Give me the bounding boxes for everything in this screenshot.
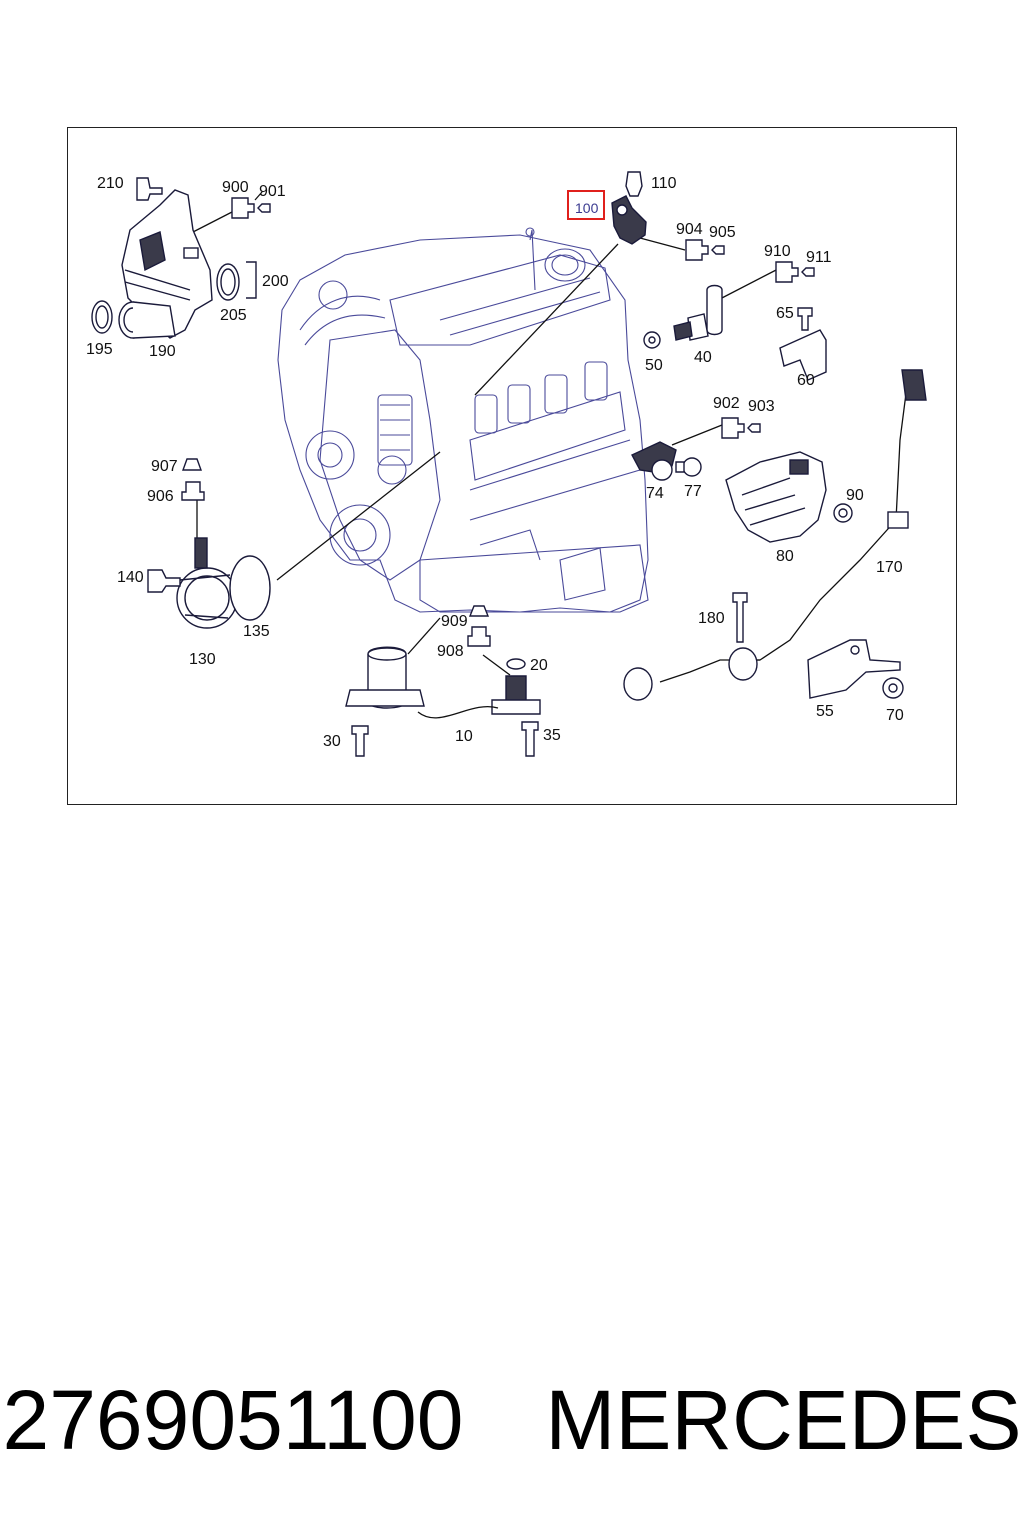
engine-illustration [277, 227, 649, 613]
diagram-frame [67, 127, 957, 805]
leader-lines [192, 191, 781, 676]
callout-903: 903 [748, 398, 775, 415]
callout-55: 55 [816, 703, 834, 720]
callout-205: 205 [220, 307, 247, 324]
callout-80: 80 [776, 548, 794, 565]
callout-40: 40 [694, 349, 712, 366]
callout-900: 900 [222, 179, 249, 196]
callout-10: 10 [455, 728, 473, 745]
callout-210: 210 [97, 175, 124, 192]
callout-140: 140 [117, 569, 144, 586]
callout-180: 180 [698, 610, 725, 627]
camshaft-sensor-100 [611, 171, 725, 261]
callout-65: 65 [776, 305, 794, 322]
sensor-74-group [631, 417, 853, 543]
callout-70: 70 [886, 707, 904, 724]
callout-130: 130 [189, 651, 216, 668]
coolant-pump-assembly [91, 177, 271, 339]
callout-60: 60 [797, 372, 815, 389]
part-number: 2769051100 [2, 1372, 464, 1467]
callout-906: 906 [147, 488, 174, 505]
callout-908: 908 [437, 643, 464, 660]
highlight-box-100 [567, 190, 605, 220]
callout-30: 30 [323, 733, 341, 750]
callout-190: 190 [149, 343, 176, 360]
callout-20: 20 [530, 657, 548, 674]
callout-135: 135 [243, 623, 270, 640]
callout-195: 195 [86, 341, 113, 358]
callout-50: 50 [645, 357, 663, 374]
callout-909: 909 [441, 613, 468, 630]
oil-sensor-40-group [643, 261, 827, 381]
callout-907: 907 [151, 458, 178, 475]
callout-170: 170 [876, 559, 903, 576]
sensor-10-group [345, 605, 541, 757]
callout-90: 90 [846, 487, 864, 504]
callout-200: 200 [262, 273, 289, 290]
vacuum-pump-130-group [147, 458, 271, 629]
caption: 2769051100 MERCEDES [0, 1365, 1024, 1475]
callout-labels: 210 900 901 200 205 195 190 100 110 904 … [86, 175, 904, 750]
callout-74: 74 [646, 485, 664, 502]
callout-100: 100 [575, 200, 599, 216]
callout-911: 911 [806, 249, 832, 266]
callout-901: 901 [259, 183, 286, 200]
callout-904: 904 [676, 221, 703, 238]
brand-name: MERCEDES [545, 1372, 1022, 1467]
knock-sensor-harness-170 [623, 369, 927, 701]
callout-905: 905 [709, 224, 736, 241]
callout-35: 35 [543, 727, 561, 744]
callout-902: 902 [713, 395, 740, 412]
callout-110: 110 [651, 175, 677, 192]
callout-77: 77 [684, 483, 702, 500]
callout-910: 910 [764, 243, 791, 260]
